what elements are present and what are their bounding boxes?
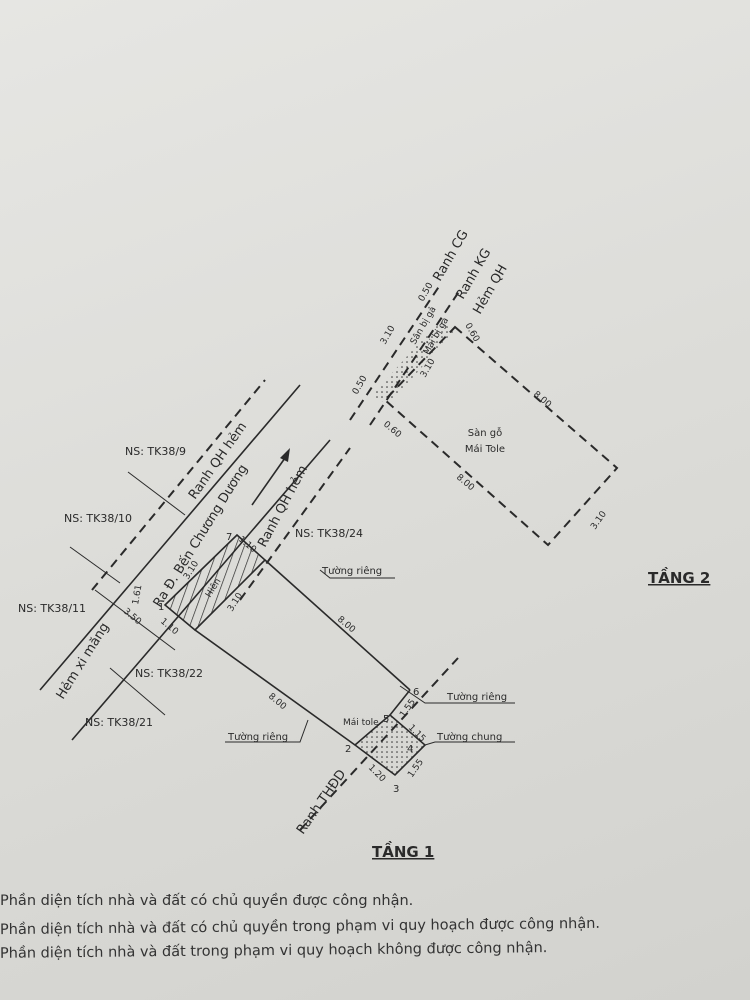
floor1-title: TẦNG 1 [372,840,434,861]
dim-3.50: 3.50 [121,607,143,628]
point-label: 3 [393,784,399,795]
point-label: 1 [158,602,164,613]
road-edge-line [39,384,301,691]
leader-line [225,719,309,743]
legend-item: Phần diện tích nhà và đất có chủ quyền đ… [0,893,414,909]
dim-8.00: 8.00 [531,390,553,411]
neighbor-label: NS: TK38/21 [85,716,153,729]
label-ranh-thdd: Ranh THĐD [294,767,349,837]
lot-side-wall [264,559,411,691]
point-label: 2 [345,744,351,755]
direction-arrow [251,457,286,506]
label-tuong-rieng: Tường riêng [446,691,507,703]
dim-0.60: 0.60 [381,420,403,441]
point-label: 5 [383,714,389,725]
ranh-qh-hem-left-line [91,379,266,591]
neighbor-boundary-line [69,546,121,584]
lot-rear-line [389,689,411,716]
floor2-balcony-area [372,320,455,405]
floor2-room-outline [383,325,619,547]
arrow-head-icon [280,448,290,462]
label-tuong-chung: Tường chung [436,731,502,743]
dim-0.50: 0.50 [417,281,436,304]
label-tuong-rieng: Tường riêng [321,565,382,577]
label-san-go: Sàn gỗ [468,426,502,439]
label-mai-tole: Mái tole [343,718,379,728]
neighbor-boundary-line [94,589,176,651]
point-label: 4 [407,744,413,755]
leader-line [399,685,515,704]
floor2-boundary-line [349,284,441,421]
point-label: 7 [226,532,232,543]
label-hem-xi-mang: Hẻm xi măng [54,620,113,702]
leader-line [424,741,515,746]
neighbor-label: NS: TK38/24 [295,527,363,540]
lot-side-wall [194,629,356,746]
label-ranh-qh-hem: Ranh QH hẻm [186,420,250,503]
dim-3.10: 3.10 [379,324,398,347]
ranh-qh-hem-right-line [239,447,351,601]
dim-1.61: 1.61 [131,584,144,605]
ranh-thdd-line [299,657,459,831]
neighbor-label: NS: TK38/9 [125,445,186,458]
dim-3.10: 3.10 [589,509,609,531]
floor2-title: TẦNG 2 [648,566,710,587]
neighbor-label: NS: TK38/11 [18,602,86,615]
neighbor-boundary-line [127,471,186,516]
floor1-plan: NS: TK38/9 NS: TK38/10 NS: TK38/11 NS: T… [18,379,515,861]
label-tuong-rieng: Tường riêng [227,731,288,743]
neighbor-label: NS: TK38/10 [64,512,132,525]
dim-0.60: 0.60 [462,322,481,345]
leader-line [319,569,395,579]
neighbor-label: NS: TK38/22 [135,667,203,680]
label-mai-tole: Mái Tole [465,443,505,455]
point-label: 6 [413,687,419,698]
floor2-plan: Ranh CG Ranh KG Hẻm QH Sân bị gả Mái bị … [349,228,710,587]
dim-1.10: 1.10 [158,617,180,638]
dim-8.00: 8.00 [454,473,476,494]
neighbor-boundary-line [109,667,166,716]
